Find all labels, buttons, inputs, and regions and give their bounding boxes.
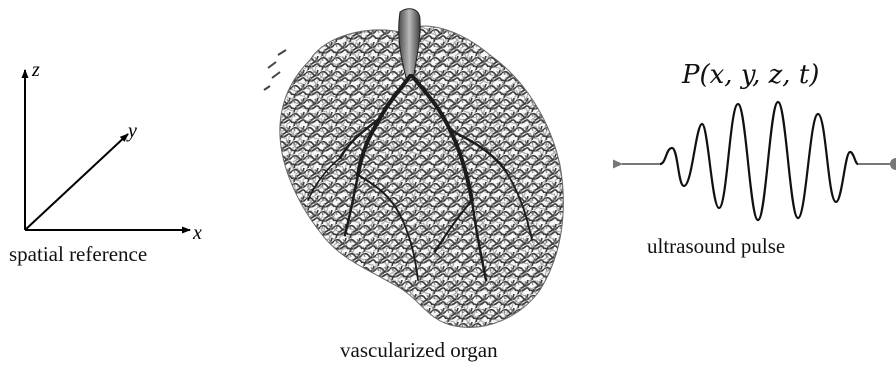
- y-axis: [25, 134, 128, 230]
- ultrasound-pulse-caption: ultrasound pulse: [647, 234, 785, 259]
- pulse-source-dot: [890, 158, 896, 170]
- vessel-fragments: [264, 50, 286, 90]
- pressure-formula: P(x, y, z, t): [682, 60, 819, 90]
- x-axis-label: x: [192, 222, 202, 244]
- vascularized-organ-caption: vascularized organ: [340, 338, 498, 363]
- ultrasound-pulse-panel: P(x, y, z, t) ultrasound pulse: [600, 0, 896, 300]
- vascularized-organ-image: [250, 0, 580, 335]
- y-axis-label: y: [126, 120, 137, 142]
- spatial-reference-caption: spatial reference: [9, 242, 147, 267]
- spatial-reference-panel: z y x spatial reference: [0, 0, 240, 300]
- z-axis-label: z: [31, 59, 40, 81]
- organ-panel: vascularized organ: [250, 0, 580, 372]
- wave-packet: [660, 102, 858, 220]
- pulse-waveform: [600, 90, 896, 290]
